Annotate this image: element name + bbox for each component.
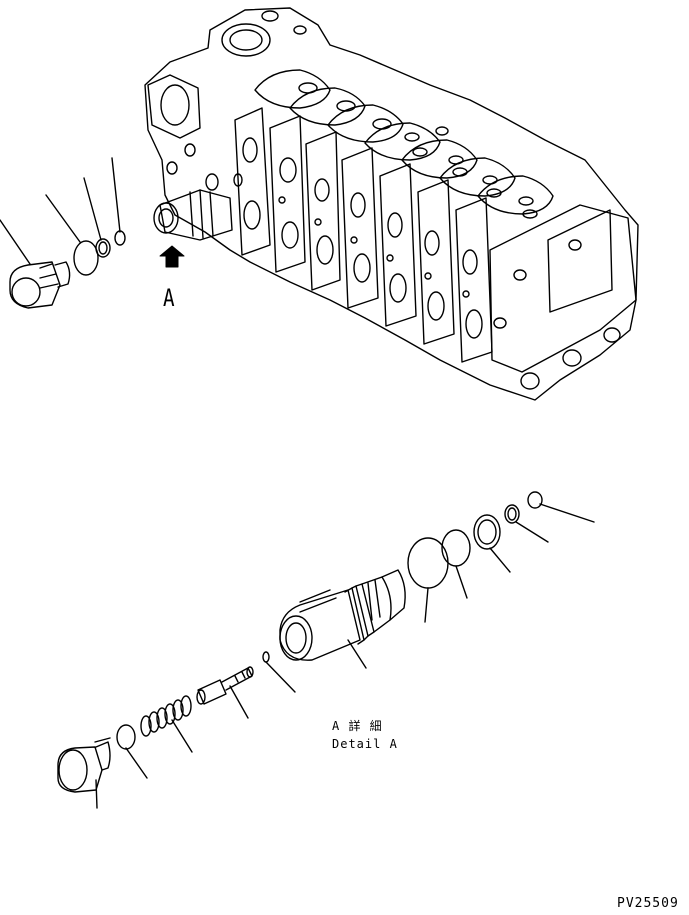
o-ring-large-part (73, 240, 99, 276)
poppet-part (196, 666, 254, 705)
ring-small-detail-part (504, 504, 520, 524)
spring-part (140, 695, 192, 737)
valve-body-part (279, 569, 406, 661)
control-valve-assembly (144, 7, 639, 401)
detail-o-ring-part (116, 724, 136, 750)
detail-caption-japanese: A 詳 細 (332, 719, 383, 733)
backup-ring-part (95, 238, 111, 258)
relief-plug-part (9, 261, 71, 309)
detail-a-exploded-parts (57, 491, 595, 809)
detail-caption-english: Detail A (332, 737, 398, 751)
o-ring-tiny-part (527, 491, 543, 509)
end-cover (489, 204, 637, 390)
o-ring-small-part (114, 230, 126, 246)
detail-plug-part (57, 737, 111, 793)
valve-sections (234, 107, 493, 363)
section-tops (254, 69, 554, 219)
view-label-a: A (163, 284, 175, 312)
backup-ring-detail-part (473, 514, 501, 550)
installed-relief-valve (153, 173, 243, 241)
drawing-number: PV25509 (617, 896, 679, 911)
top-exploded-parts (0, 157, 126, 309)
detail-small-ring-part (262, 651, 270, 663)
seal-disc-medium-part (441, 529, 471, 567)
arrow-up-icon (159, 245, 185, 268)
